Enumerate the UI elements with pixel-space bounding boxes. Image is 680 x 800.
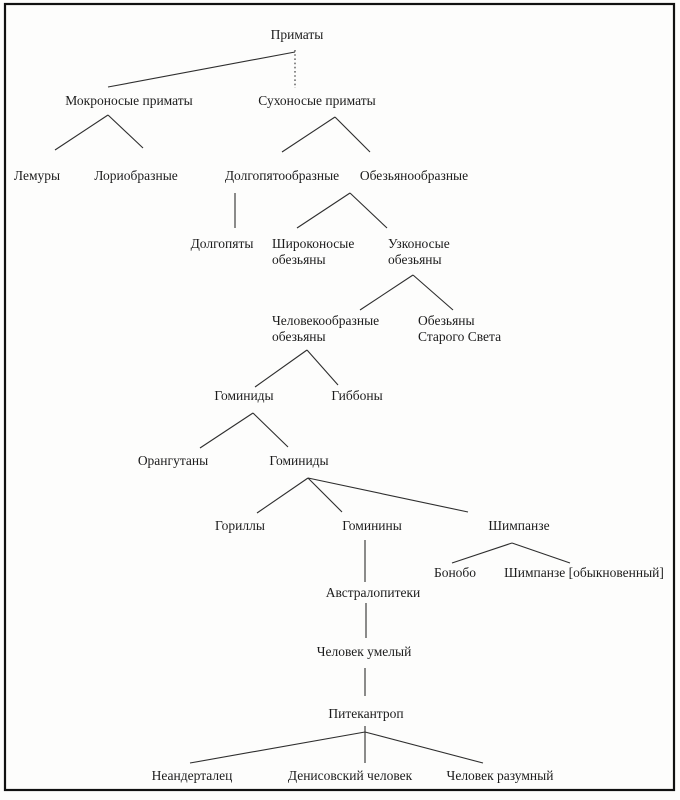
edge-gominidy-2--gorilly <box>256 477 309 514</box>
node-label-line: Орангутаны <box>138 453 208 468</box>
edge-chelovekoobraznye-obezyany--gominidy-1 <box>254 349 308 388</box>
node-label-line: Питекантроп <box>328 706 403 721</box>
node-label-lemury: Лемуры <box>14 168 60 183</box>
node-label-line: Сухоносые приматы <box>258 93 375 108</box>
node-label-neandertalets: Неандерталец <box>152 768 233 783</box>
node-label-line: Бонобо <box>434 565 476 580</box>
node-label-line: Узконосые <box>388 236 450 251</box>
node-label-mokronosye-primaty: Мокроносые приматы <box>65 93 192 108</box>
edge-mokronosye-primaty--lemury <box>54 114 109 151</box>
node-label-gomininy: Гоминины <box>342 518 402 533</box>
edge-gominidy-2--gomininy <box>307 477 343 513</box>
node-label-gibbony: Гиббоны <box>331 388 382 403</box>
edge-sukhonosye-primaty--obezyanoobraznye <box>334 116 371 153</box>
node-label-line: Гоминиды <box>214 388 273 403</box>
node-label-line: Долгопятообразные <box>225 168 339 183</box>
node-label-line: Шимпанзе [обыкновенный] <box>504 565 664 580</box>
node-label-line: Гориллы <box>215 518 265 533</box>
node-label-line: обезьяны <box>272 252 326 267</box>
node-label-avstralopiteki: Австралопитеки <box>326 585 421 600</box>
edge-obezyanoobraznye--shirokonosye-obezyany <box>296 192 351 229</box>
edge-uzkonosye-obezyany--chelovekoobraznye-obezyany <box>359 274 414 311</box>
edge-primaty--mokronosye-primaty <box>107 51 296 88</box>
node-label-shimpanze: Шимпанзе <box>488 518 549 533</box>
node-label-line: Гоминиды <box>269 453 328 468</box>
node-label-loriobraznye: Лориобразные <box>94 168 178 183</box>
edge-obezyanoobraznye--uzkonosye-obezyany <box>349 192 388 229</box>
edge-gominidy-1--gominidy-2 <box>252 412 289 448</box>
node-label-line: Мокроносые приматы <box>65 93 192 108</box>
node-label-line: Обезьяны <box>418 313 475 328</box>
page-border <box>3 2 676 792</box>
node-label-line: Старого Света <box>418 329 501 344</box>
node-label-line: Человек умелый <box>317 644 412 659</box>
tree-edges <box>54 50 571 764</box>
edge-shimpanze--bonobo <box>451 542 513 564</box>
node-label-line: Гиббоны <box>331 388 382 403</box>
node-label-line: Человек разумный <box>447 768 554 783</box>
node-label-dolgopyatoobraznye: Долгопятообразные <box>225 168 339 183</box>
node-label-line: обезьяны <box>388 252 442 267</box>
node-label-shimpanze-obyknovenny: Шимпанзе [обыкновенный] <box>504 565 664 580</box>
node-label-gominidy-2: Гоминиды <box>269 453 328 468</box>
node-label-denisovsky-chelovek: Денисовский человек <box>288 768 413 783</box>
node-label-pitekantrop: Питекантроп <box>328 706 403 721</box>
node-label-line: Приматы <box>271 27 324 42</box>
node-label-bonobo: Бонобо <box>434 565 476 580</box>
node-label-line: Долгопяты <box>191 236 254 251</box>
node-label-line: Широконосые <box>272 236 354 251</box>
edge-pitekantrop--chelovek-razumny <box>364 731 484 764</box>
edge-gominidy-2--shimpanze <box>307 477 469 513</box>
node-label-sukhonosye-primaty: Сухоносые приматы <box>258 93 375 108</box>
node-label-line: Шимпанзе <box>488 518 549 533</box>
node-label-dolgopyaty: Долгопяты <box>191 236 254 251</box>
node-label-chelovek-razumny: Человек разумный <box>447 768 554 783</box>
node-label-line: Неандерталец <box>152 768 233 783</box>
edge-gominidy-1--orangutany <box>199 412 254 449</box>
node-label-primaty: Приматы <box>271 27 324 42</box>
edge-pitekantrop--neandertalets <box>189 731 366 764</box>
node-label-line: Обезьянообразные <box>360 168 468 183</box>
node-label-gorilly: Гориллы <box>215 518 265 533</box>
node-label-line: обезьяны <box>272 329 326 344</box>
node-label-line: Австралопитеки <box>326 585 421 600</box>
node-label-line: Лориобразные <box>94 168 178 183</box>
node-label-line: Человекообразные <box>272 313 379 328</box>
node-label-chelovek-umely: Человек умелый <box>317 644 412 659</box>
edge-chelovekoobraznye-obezyany--gibbony <box>306 349 339 386</box>
node-label-orangutany: Орангутаны <box>138 453 208 468</box>
node-label-line: Лемуры <box>14 168 60 183</box>
edge-uzkonosye-obezyany--obezyany-starogo-sveta <box>412 274 454 311</box>
node-label-line: Денисовский человек <box>288 768 413 783</box>
node-label-line: Гоминины <box>342 518 402 533</box>
edge-sukhonosye-primaty--dolgopyatoobraznye <box>281 116 336 153</box>
edge-shimpanze--shimpanze-obyknovenny <box>511 542 571 564</box>
node-label-gominidy-1: Гоминиды <box>214 388 273 403</box>
edge-mokronosye-primaty--loriobraznye <box>107 114 144 149</box>
node-label-obezyanoobraznye: Обезьянообразные <box>360 168 468 183</box>
